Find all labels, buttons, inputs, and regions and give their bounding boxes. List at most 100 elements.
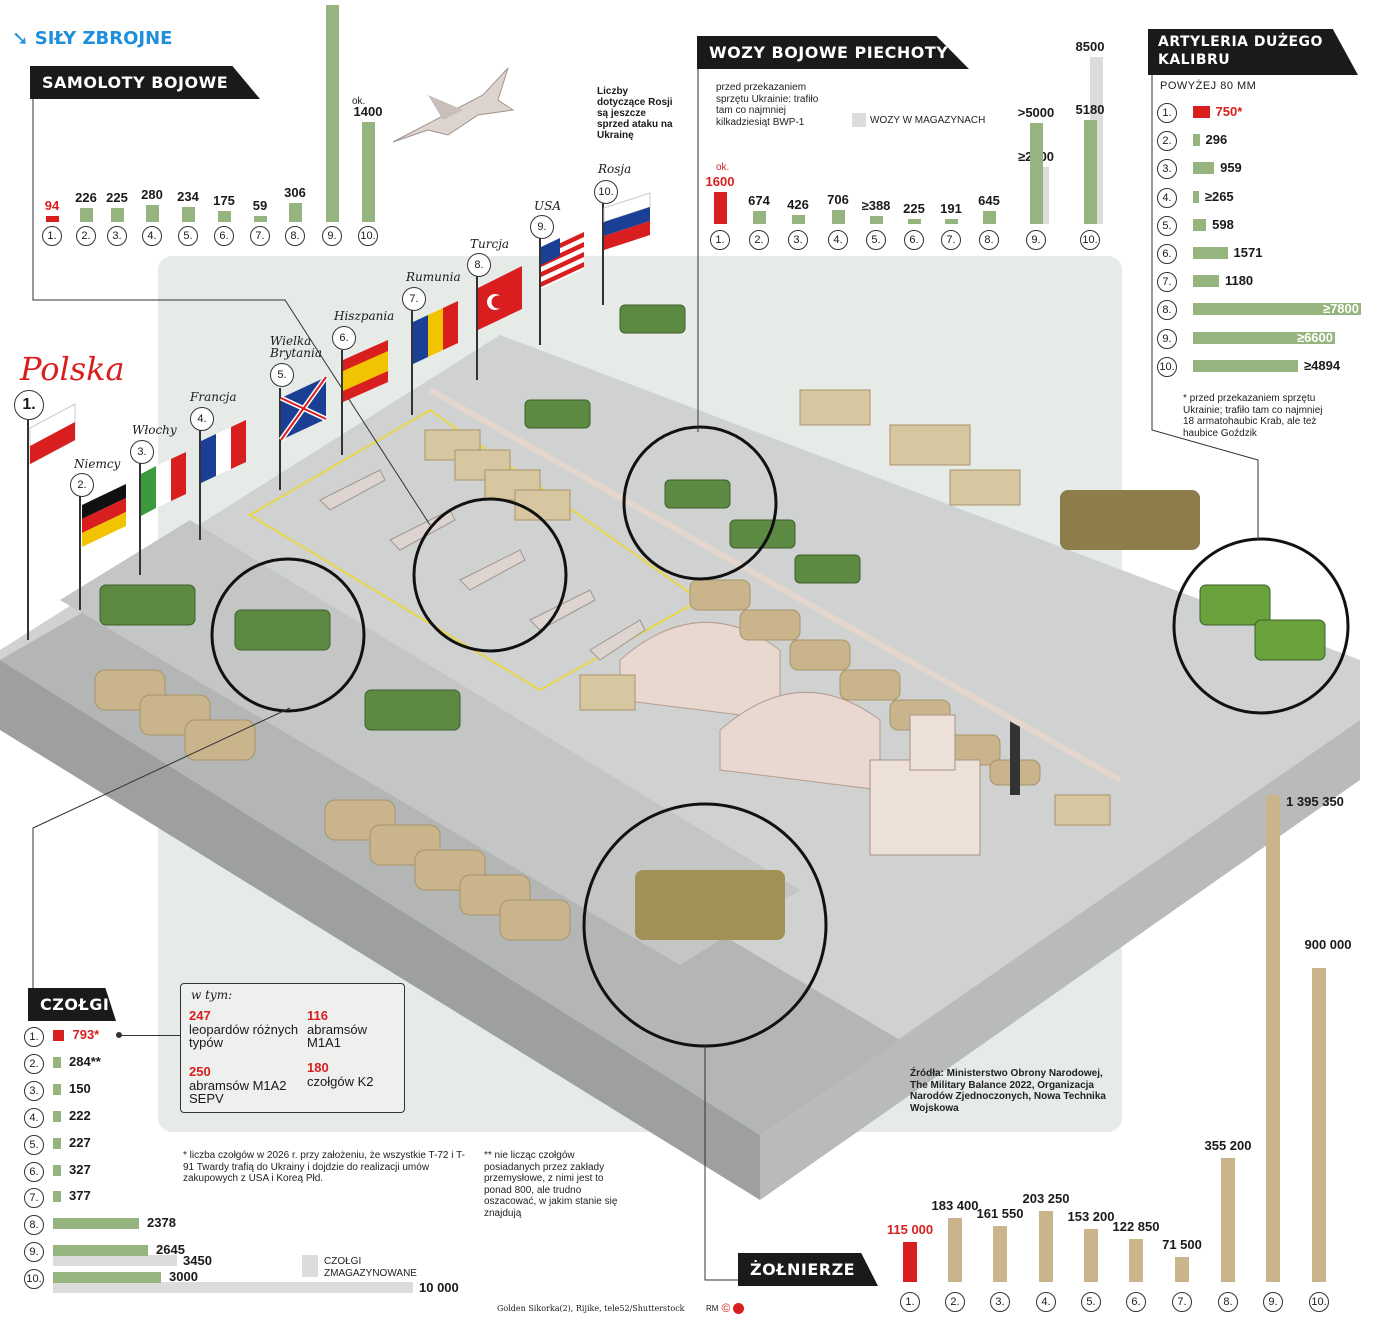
- aircraft-bar: [111, 208, 124, 222]
- tanks-category-num: 1.: [24, 1027, 44, 1047]
- aircraft-bar: [289, 203, 302, 222]
- tanks-value-label: 227: [69, 1134, 91, 1150]
- country-name-5: Wielka Brytania: [270, 334, 323, 360]
- artillery-value-label: 1571: [1233, 245, 1263, 260]
- tanks-bar: [53, 1218, 139, 1230]
- tanks-bar: [53, 1272, 161, 1284]
- tanks-value-label: 2378: [147, 1215, 176, 1231]
- credits: Golden Sikorka(2), Rijike, tele52/Shutte…: [497, 1304, 685, 1313]
- soldiers-bar: [948, 1217, 962, 1282]
- breakdown-value-1: 247: [189, 1008, 211, 1023]
- flag-num-8: 8.: [467, 253, 491, 277]
- ifv-category-num: 7.: [941, 230, 961, 250]
- breakdown-value-2: 116: [307, 1008, 328, 1023]
- tanks-category-num: 7.: [24, 1188, 44, 1209]
- soldiers-category-num: 4.: [1036, 1292, 1056, 1312]
- country-name-3: Włochy: [132, 423, 177, 437]
- ifv-note: przed przekazaniem sprzętu Ukrainie: tra…: [716, 82, 819, 128]
- ifv-value-label: 1600: [705, 174, 735, 189]
- tanks-value-label: 327: [69, 1161, 91, 1177]
- breakdown-label-4: czołgów K2: [307, 1074, 374, 1089]
- ifv-stored-label: 8500: [1075, 39, 1105, 54]
- tanks-value-label: 793*: [72, 1027, 100, 1042]
- aircraft-category-num: 3.: [107, 226, 127, 246]
- artillery-bar: [1193, 190, 1199, 203]
- tanks: [99, 304, 1326, 731]
- ifv-bar: [792, 215, 805, 224]
- artillery-value-label: ≥4894: [1304, 357, 1341, 373]
- country-name-10: Rosja: [598, 162, 632, 176]
- tanks-category-num: 6.: [24, 1161, 44, 1182]
- credits-mark-label: RM: [706, 1303, 719, 1313]
- soldiers-category-num: 9.: [1263, 1292, 1283, 1312]
- artillery-header: ARTYLERIA DUŻEGO KALIBRU: [1148, 29, 1358, 75]
- soldiers-bar: [1312, 967, 1326, 1282]
- tanks-value-label: 2645: [156, 1242, 185, 1258]
- flag-russia: [603, 192, 651, 250]
- ifv-legend-label: WOZY W MAGAZYNACH: [870, 115, 986, 126]
- brand-title: SIŁY ZBROJNE: [34, 28, 173, 49]
- breakdown-item-2: 116 abramsów M1A1: [307, 1008, 402, 1049]
- artillery-value-label: ≥6600: [1296, 329, 1333, 345]
- artillery-bar: [1193, 218, 1207, 231]
- soldiers-value-label: 900 000: [1304, 937, 1352, 952]
- soldiers-category-num: 2.: [945, 1292, 965, 1312]
- brand-header: ➘ SIŁY ZBROJNE: [12, 26, 172, 51]
- aircraft-category-num: 9.: [322, 226, 342, 246]
- artillery-category-num: 9.: [1157, 328, 1177, 349]
- soldiers-value-label: 122 850: [1112, 1219, 1160, 1235]
- tanks-category-num: 9.: [24, 1242, 44, 1263]
- aircraft-value-label: 175: [213, 193, 235, 209]
- ifv-bar: [1030, 123, 1043, 224]
- tanks-stored-label: 3450: [183, 1253, 212, 1269]
- soldiers-category-num: 1.: [900, 1292, 920, 1312]
- aircraft-category-num: 8.: [285, 226, 305, 246]
- circle-aircraft: [412, 497, 568, 653]
- soldiers-value-label: 115 000: [886, 1221, 934, 1237]
- tanks-category-num: 10.: [24, 1269, 44, 1290]
- aircraft-value-label: 59: [252, 198, 268, 213]
- tanks-bar: [53, 1056, 61, 1068]
- aircraft-bar: [182, 207, 195, 222]
- soldiers-value-label: 183 400: [931, 1197, 979, 1213]
- artillery-category-num: 7.: [1157, 272, 1177, 293]
- slab-side-right: [760, 720, 1360, 1200]
- tanks-bar: [53, 1191, 61, 1203]
- country-name-8: Turcja: [470, 237, 510, 251]
- credits-mark: RM ©: [706, 1301, 745, 1315]
- artillery-title: ARTYLERIA DUŻEGO KALIBRU: [1158, 34, 1323, 68]
- artillery-category-num: 2.: [1157, 131, 1177, 152]
- soldiers-bar: [1221, 1158, 1235, 1282]
- circle-artillery: [1172, 537, 1350, 715]
- ifv-value-label: 5180: [1075, 102, 1105, 117]
- artillery-value-label: 598: [1212, 216, 1234, 232]
- ifv-bar: [1084, 120, 1097, 224]
- fighter-jet-illustration: [392, 67, 515, 143]
- flag-num-6: 6.: [332, 326, 356, 350]
- flag-uk: [278, 375, 329, 442]
- country-name-7: Rumunia: [406, 270, 461, 284]
- breakdown-item-3: 250 abramsów M1A2 SEPV: [189, 1064, 299, 1105]
- flag-num-9: 9.: [530, 215, 554, 239]
- soldiers-value-label: 153 200: [1067, 1208, 1115, 1224]
- soldiers-value-label: 71 500: [1162, 1237, 1202, 1253]
- soldiers-value-label: 355 200: [1204, 1138, 1252, 1154]
- ifv-bar: [870, 216, 883, 224]
- soldiers-category-num: 8.: [1218, 1292, 1238, 1312]
- slab-side-left: [0, 660, 760, 1200]
- flag-num-1: 1.: [14, 390, 44, 420]
- artillery-value-label: ≥7800: [1322, 301, 1359, 317]
- breakdown-value-3: 250: [189, 1064, 211, 1079]
- breakdown-label-2: abramsów M1A1: [307, 1022, 367, 1050]
- breakdown-label-3: abramsów M1A2 SEPV: [189, 1078, 287, 1106]
- flag-italy: [141, 452, 186, 516]
- artillery-bar: [1193, 162, 1215, 175]
- aircraft-category-num: 10.: [358, 226, 378, 246]
- aircraft-label-prefix: ok.: [352, 96, 366, 107]
- artillery-subtitle: POWYŻEJ 80 MM: [1160, 80, 1257, 92]
- artillery-value-label: 296: [1205, 132, 1228, 148]
- aircraft-bar: [254, 216, 267, 222]
- aircraft-category-num: 1.: [42, 226, 62, 246]
- artillery-category-num: 10.: [1157, 356, 1177, 377]
